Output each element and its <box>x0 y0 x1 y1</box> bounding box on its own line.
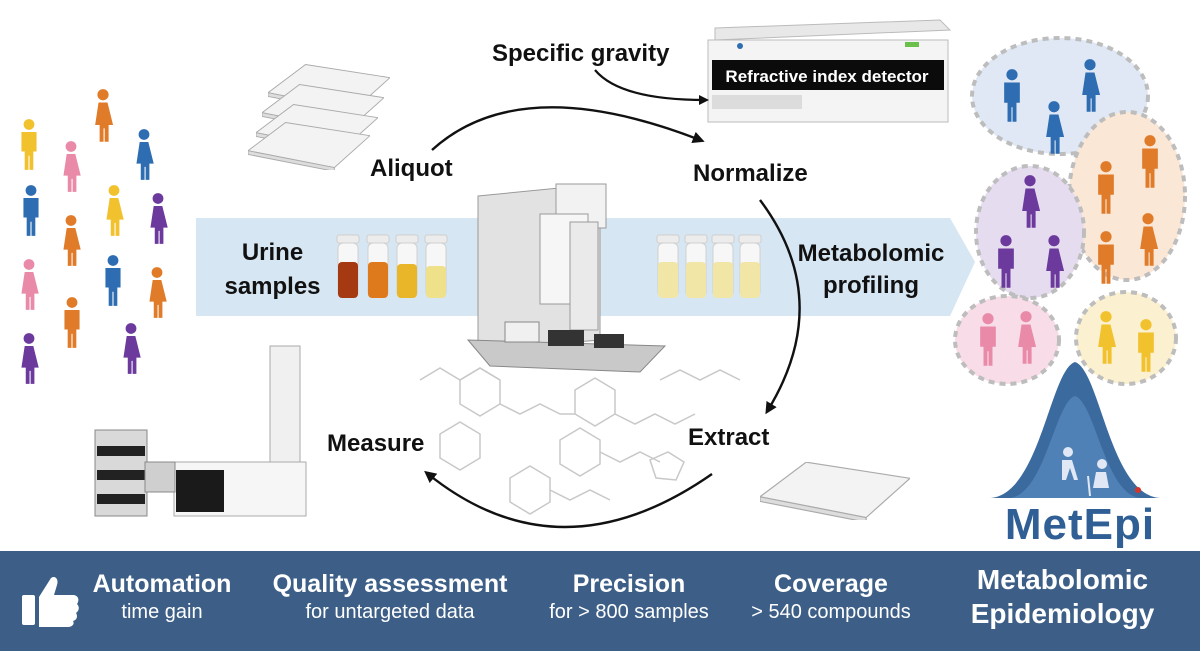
well-plate-stack-icon <box>248 64 390 170</box>
metepi-logo-text: MetEpi <box>1004 500 1156 549</box>
aliquot-label: Aliquot <box>370 155 453 182</box>
refractive-index-detector-icon <box>707 19 952 123</box>
footer-quality-title: Quality assessment <box>272 570 508 598</box>
specific-gravity-pointer-arrow <box>594 69 709 105</box>
metabolomic-profiling-line-1: Metabolomic <box>797 240 945 267</box>
footer-automation-title: Automation <box>92 570 232 598</box>
footer-coverage-subtitle: > 540 compounds <box>751 601 911 623</box>
mass-spectrometer-icon <box>94 345 307 517</box>
tagline-line-2: Epidemiology <box>970 598 1155 629</box>
urine-sample-vials <box>336 234 448 298</box>
population-people-group <box>21 89 168 384</box>
chemical-structures-icon <box>419 367 741 515</box>
robot-autosampler-icon <box>466 183 667 373</box>
bell-curve-icon <box>990 362 1160 498</box>
specific-gravity-label: Specific gravity <box>492 40 670 67</box>
normalize-label: Normalize <box>693 160 808 187</box>
urine-samples-line-2: samples <box>224 273 321 300</box>
urine-samples-line-1: Urine <box>241 239 304 266</box>
extract-label: Extract <box>688 424 770 451</box>
footer-coverage-title: Coverage <box>774 570 888 598</box>
well-plate-icon <box>760 462 910 520</box>
urine-samples-label: Urine samples <box>210 236 335 304</box>
footer-precision-subtitle: for > 800 samples <box>549 601 709 623</box>
footer-quality-subtitle: for untargeted data <box>305 601 475 623</box>
refractive-index-detector-label: Refractive index detector <box>725 67 929 86</box>
thumbs-up-icon <box>22 576 79 627</box>
normalize-to-extract-arrow <box>759 199 801 415</box>
footer-precision: Precision for > 800 samples <box>536 569 722 625</box>
tagline-line-1: Metabolomic <box>976 564 1149 595</box>
footer-automation: Automation time gain <box>82 569 242 625</box>
metabolomic-epidemiology-tagline: Metabolomic Epidemiology <box>935 563 1190 631</box>
footer-precision-title: Precision <box>572 570 686 598</box>
metabolomic-profiling-line-2: profiling <box>823 272 919 299</box>
footer-automation-subtitle: time gain <box>121 601 203 623</box>
footer-quality: Quality assessment for untargeted data <box>262 569 518 625</box>
metabolomic-profiling-label: Metabolomic profiling <box>786 238 956 302</box>
footer-bar: Automation time gain Quality assessment … <box>0 551 1200 651</box>
footer-coverage: Coverage > 540 compounds <box>738 569 924 625</box>
aliquot-to-normalize-arrow <box>431 106 705 151</box>
population-clusters <box>953 36 1187 386</box>
extract-to-measure-arrow <box>424 470 713 529</box>
measure-label: Measure <box>327 430 425 457</box>
normalized-sample-vials <box>656 234 762 298</box>
